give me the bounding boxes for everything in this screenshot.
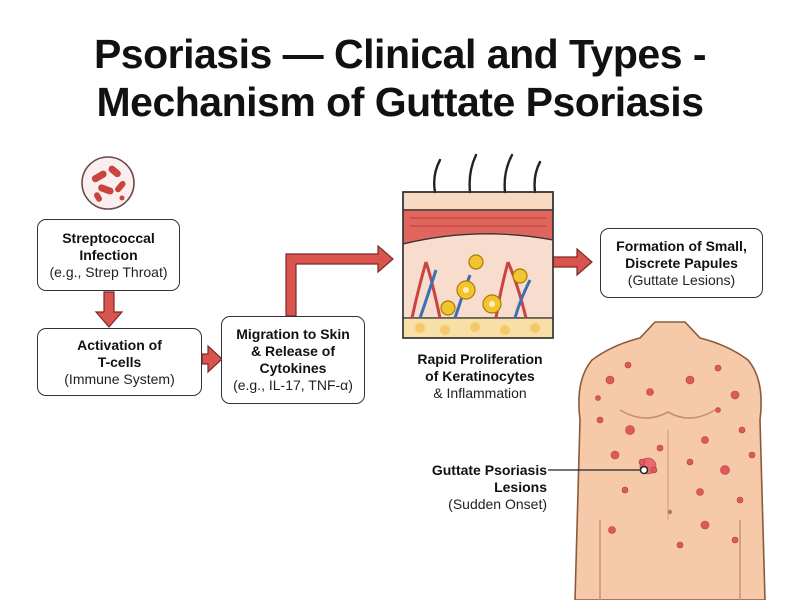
- step-activation-line-3: (Immune System): [64, 370, 175, 387]
- step-infection-box: Streptococcal Infection (e.g., Strep Thr…: [37, 219, 180, 291]
- lesion-label-line-2: Lesions: [494, 479, 547, 495]
- step-formation-box: Formation of Small, Discrete Papules (Gu…: [600, 228, 763, 298]
- lesion-label: Guttate Psoriasis Lesions (Sudden Onset): [395, 462, 547, 513]
- step-infection-line-2: Infection: [79, 246, 138, 263]
- step-migration-line-1: Migration to Skin: [236, 326, 350, 342]
- step-migration-box: Migration to Skin & Release of Cytokines…: [221, 316, 365, 404]
- flow-arrows: [94, 244, 593, 374]
- skin-cross-section-icon: [402, 153, 554, 339]
- step-infection-line-1: Streptococcal: [62, 229, 155, 246]
- step-formation-line-3: (Guttate Lesions): [627, 271, 736, 288]
- step-migration-line-3: Cytokines: [259, 360, 327, 376]
- step-formation-line-1: Formation of Small,: [616, 237, 747, 254]
- title-line-2: Mechanism of Guttate Psoriasis: [96, 79, 704, 125]
- step-proliferation-caption: Rapid Proliferation of Keratinocytes & I…: [395, 351, 565, 402]
- step-proliferation-line-1: Rapid Proliferation: [417, 351, 543, 367]
- step-activation-line-2: T-cells: [97, 353, 142, 370]
- lesion-label-line-3: (Sudden Onset): [448, 496, 547, 512]
- arrow-migration-to-skin: [285, 244, 394, 317]
- torso-with-lesions-icon: [548, 321, 766, 600]
- bacteria-icon: [81, 156, 135, 210]
- lesion-label-line-1: Guttate Psoriasis: [431, 462, 547, 478]
- step-activation-line-1: Activation of: [77, 336, 162, 353]
- arrow-skin-to-formation: [552, 247, 593, 277]
- lesion-pointer-dot: [639, 465, 649, 475]
- arrow-infection-to-activation: [94, 291, 124, 328]
- title-line-1: Psoriasis — Clinical and Types -: [93, 31, 707, 77]
- step-proliferation-line-3: & Inflammation: [433, 385, 527, 401]
- page-title: Psoriasis — Clinical and Types - Mechani…: [0, 30, 800, 126]
- step-migration-line-2: & Release of: [250, 343, 336, 359]
- arrow-activation-to-migration: [201, 344, 223, 374]
- step-activation-box: Activation of T-cells (Immune System): [37, 328, 202, 396]
- step-proliferation-line-2: of Keratinocytes: [425, 368, 535, 384]
- step-formation-line-2: Discrete Papules: [625, 254, 738, 271]
- step-infection-line-3: (e.g., Strep Throat): [49, 263, 168, 280]
- step-migration-line-4: (e.g., IL-17, TNF-α): [233, 377, 353, 393]
